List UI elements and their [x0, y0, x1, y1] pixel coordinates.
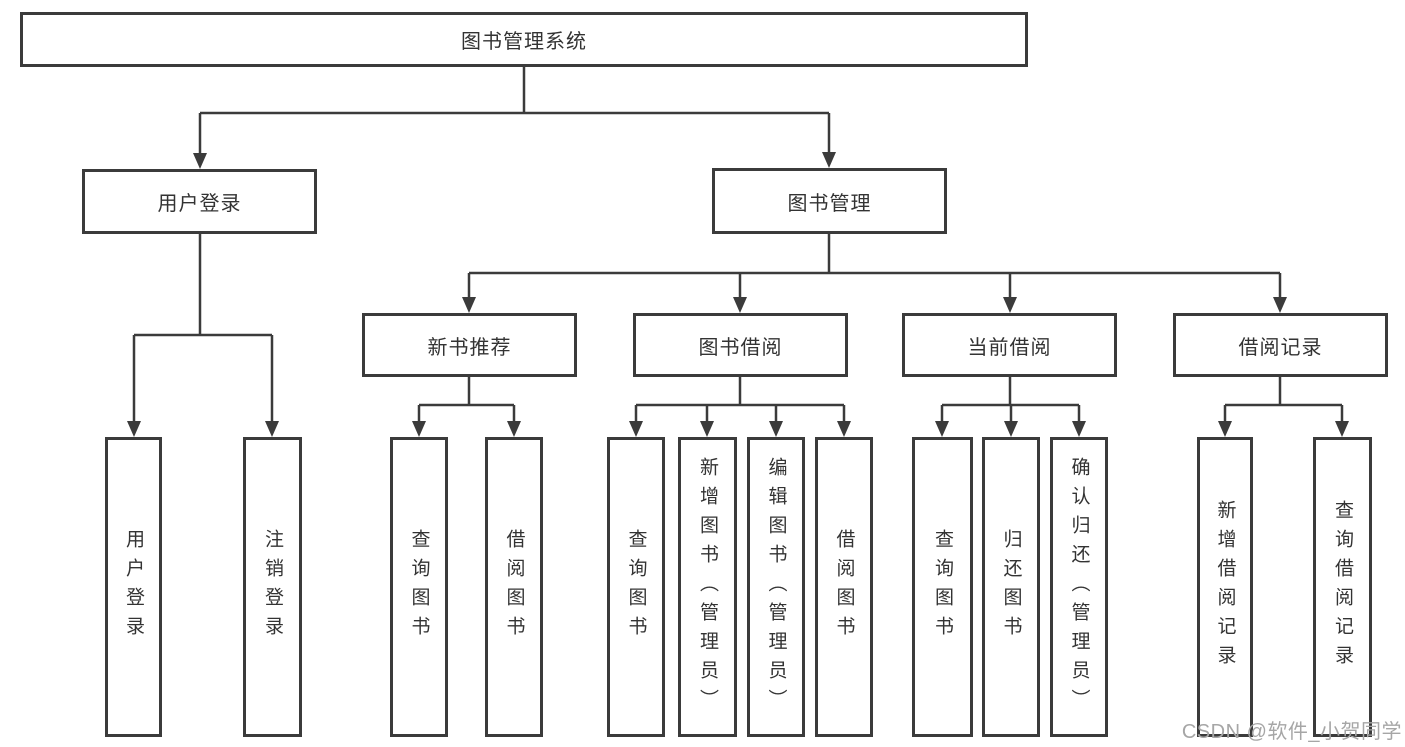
leaf-user-login: 用户登录 [105, 437, 162, 737]
arrowhead-down-icon [507, 421, 521, 437]
node-user-login: 用户登录 [82, 169, 317, 234]
node-label: 注销登录 [262, 529, 283, 645]
node-label: 归还图书 [1000, 529, 1022, 645]
arrowhead-down-icon [935, 421, 949, 437]
arrowhead-down-icon [127, 421, 141, 437]
arrowhead-down-icon [1003, 297, 1017, 313]
node-current-borrowing: 当前借阅 [902, 313, 1117, 377]
arrowhead-down-icon [1273, 297, 1287, 313]
leaf-query-books-borrowing: 查询图书 [607, 437, 665, 737]
node-label: 新增借阅记录 [1214, 500, 1236, 674]
leaf-borrow-books-recommend: 借阅图书 [485, 437, 543, 737]
leaf-query-borrow-record: 查询借阅记录 [1313, 437, 1372, 737]
leaf-add-borrow-record: 新增借阅记录 [1197, 437, 1253, 737]
node-label: 图书借阅 [698, 336, 783, 359]
leaf-borrow-books: 借阅图书 [815, 437, 873, 737]
node-label: 查询图书 [932, 529, 953, 645]
node-label: 确认归还（管理员） [1068, 456, 1090, 718]
node-label: 借阅图书 [503, 529, 525, 645]
node-label: 图书管理系统 [461, 31, 587, 53]
node-label: 用户登录 [157, 193, 242, 215]
node-label: 借阅记录 [1238, 336, 1323, 359]
node-label: 当前借阅 [967, 336, 1052, 359]
node-label: 查询图书 [408, 529, 430, 645]
node-book-borrowing: 图书借阅 [633, 313, 848, 377]
arrowhead-down-icon [1218, 421, 1232, 437]
arrowhead-down-icon [1335, 421, 1349, 437]
node-label: 编辑图书（管理员） [765, 456, 787, 718]
node-label: 新书推荐 [427, 336, 512, 359]
arrowhead-down-icon [1004, 421, 1018, 437]
arrowhead-down-icon [412, 421, 426, 437]
arrowhead-down-icon [837, 421, 851, 437]
arrowhead-down-icon [1072, 421, 1086, 437]
node-label: 查询借阅记录 [1332, 500, 1353, 674]
leaf-add-books-admin: 新增图书（管理员） [678, 437, 737, 737]
arrowhead-down-icon [822, 152, 836, 168]
arrowhead-down-icon [629, 421, 643, 437]
watermark: CSDN @软件_小贺同学 [1181, 721, 1402, 743]
arrowhead-down-icon [462, 297, 476, 313]
node-new-book-recommend: 新书推荐 [362, 313, 577, 377]
arrowhead-down-icon [193, 153, 207, 169]
node-label: 图书管理 [787, 192, 872, 215]
arrowhead-down-icon [265, 421, 279, 437]
leaf-query-books-current: 查询图书 [912, 437, 973, 737]
node-borrowing-records: 借阅记录 [1173, 313, 1388, 377]
node-label: 查询图书 [625, 529, 647, 645]
node-label: 新增图书（管理员） [697, 456, 718, 718]
leaf-query-books-recommend: 查询图书 [390, 437, 448, 737]
arrowhead-down-icon [733, 297, 747, 313]
leaf-edit-books-admin: 编辑图书（管理员） [747, 437, 805, 737]
node-label: 用户登录 [123, 529, 144, 645]
leaf-logout: 注销登录 [243, 437, 302, 737]
leaf-return-books: 归还图书 [982, 437, 1040, 737]
node-book-management: 图书管理 [712, 168, 947, 234]
leaf-confirm-return-admin: 确认归还（管理员） [1050, 437, 1108, 737]
node-label: 借阅图书 [833, 529, 855, 645]
arrowhead-down-icon [700, 421, 714, 437]
arrowhead-down-icon [769, 421, 783, 437]
node-library-management-system: 图书管理系统 [20, 12, 1028, 67]
